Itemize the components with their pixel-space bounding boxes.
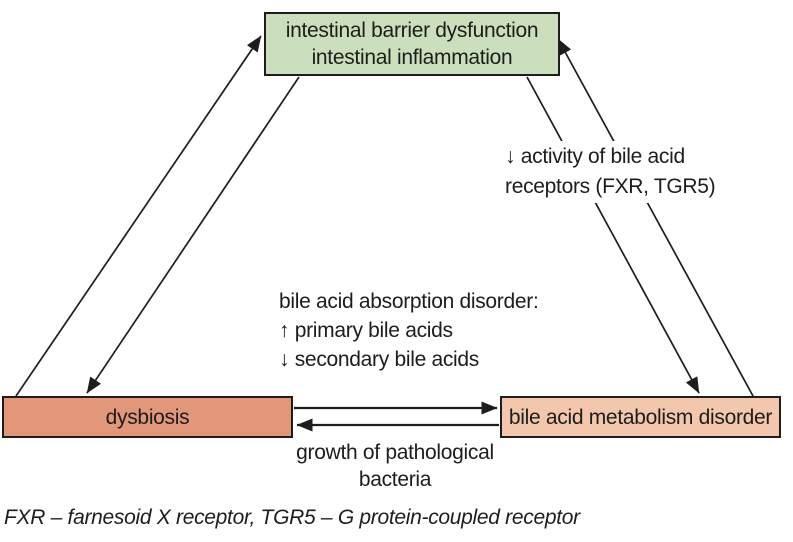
label-absorption-line3: ↓ secondary bile acids bbox=[279, 348, 480, 371]
abbreviations-footnote: FXR – farnesoid X receptor, TGR5 – G pro… bbox=[4, 506, 580, 529]
label-absorption-line1: bile acid absorption disorder: bbox=[279, 290, 539, 313]
edge-barrier-to-dysbiosis bbox=[86, 76, 300, 394]
node-intestinal-barrier-dysfunction: intestinal barrier dysfunction intestina… bbox=[264, 12, 560, 76]
node-top-line2: intestinal inflammation bbox=[311, 46, 513, 69]
edge-dysbiosis-to-barrier bbox=[15, 35, 262, 397]
label-bile-acid-absorption: bile acid absorption disorder: ↑ primary… bbox=[275, 286, 543, 375]
node-dysbiosis-label: dysbiosis bbox=[105, 405, 190, 429]
label-absorption-line2: ↑ primary bile acids bbox=[279, 319, 453, 342]
edge-barrier-to-metabolism bbox=[526, 76, 700, 394]
node-metabolism-label: bile acid metabolism disorder bbox=[508, 405, 773, 429]
label-receptors-line1: ↓ activity of bile acid bbox=[505, 145, 685, 168]
label-bile-acid-receptors: ↓ activity of bile acid receptors (FXR, … bbox=[501, 141, 720, 203]
edge-metabolism-to-barrier bbox=[557, 38, 754, 397]
node-dysbiosis: dysbiosis bbox=[2, 396, 293, 438]
label-growth-line2: bacteria bbox=[358, 468, 432, 491]
node-bile-acid-metabolism-disorder: bile acid metabolism disorder bbox=[500, 396, 781, 438]
label-growth-line1: growth of pathological bbox=[296, 441, 494, 464]
label-growth-pathological-bacteria: growth of pathological bacteria bbox=[280, 438, 510, 494]
label-receptors-line2: receptors (FXR, TGR5) bbox=[505, 175, 716, 198]
node-top-line1: intestinal barrier dysfunction bbox=[285, 19, 539, 42]
